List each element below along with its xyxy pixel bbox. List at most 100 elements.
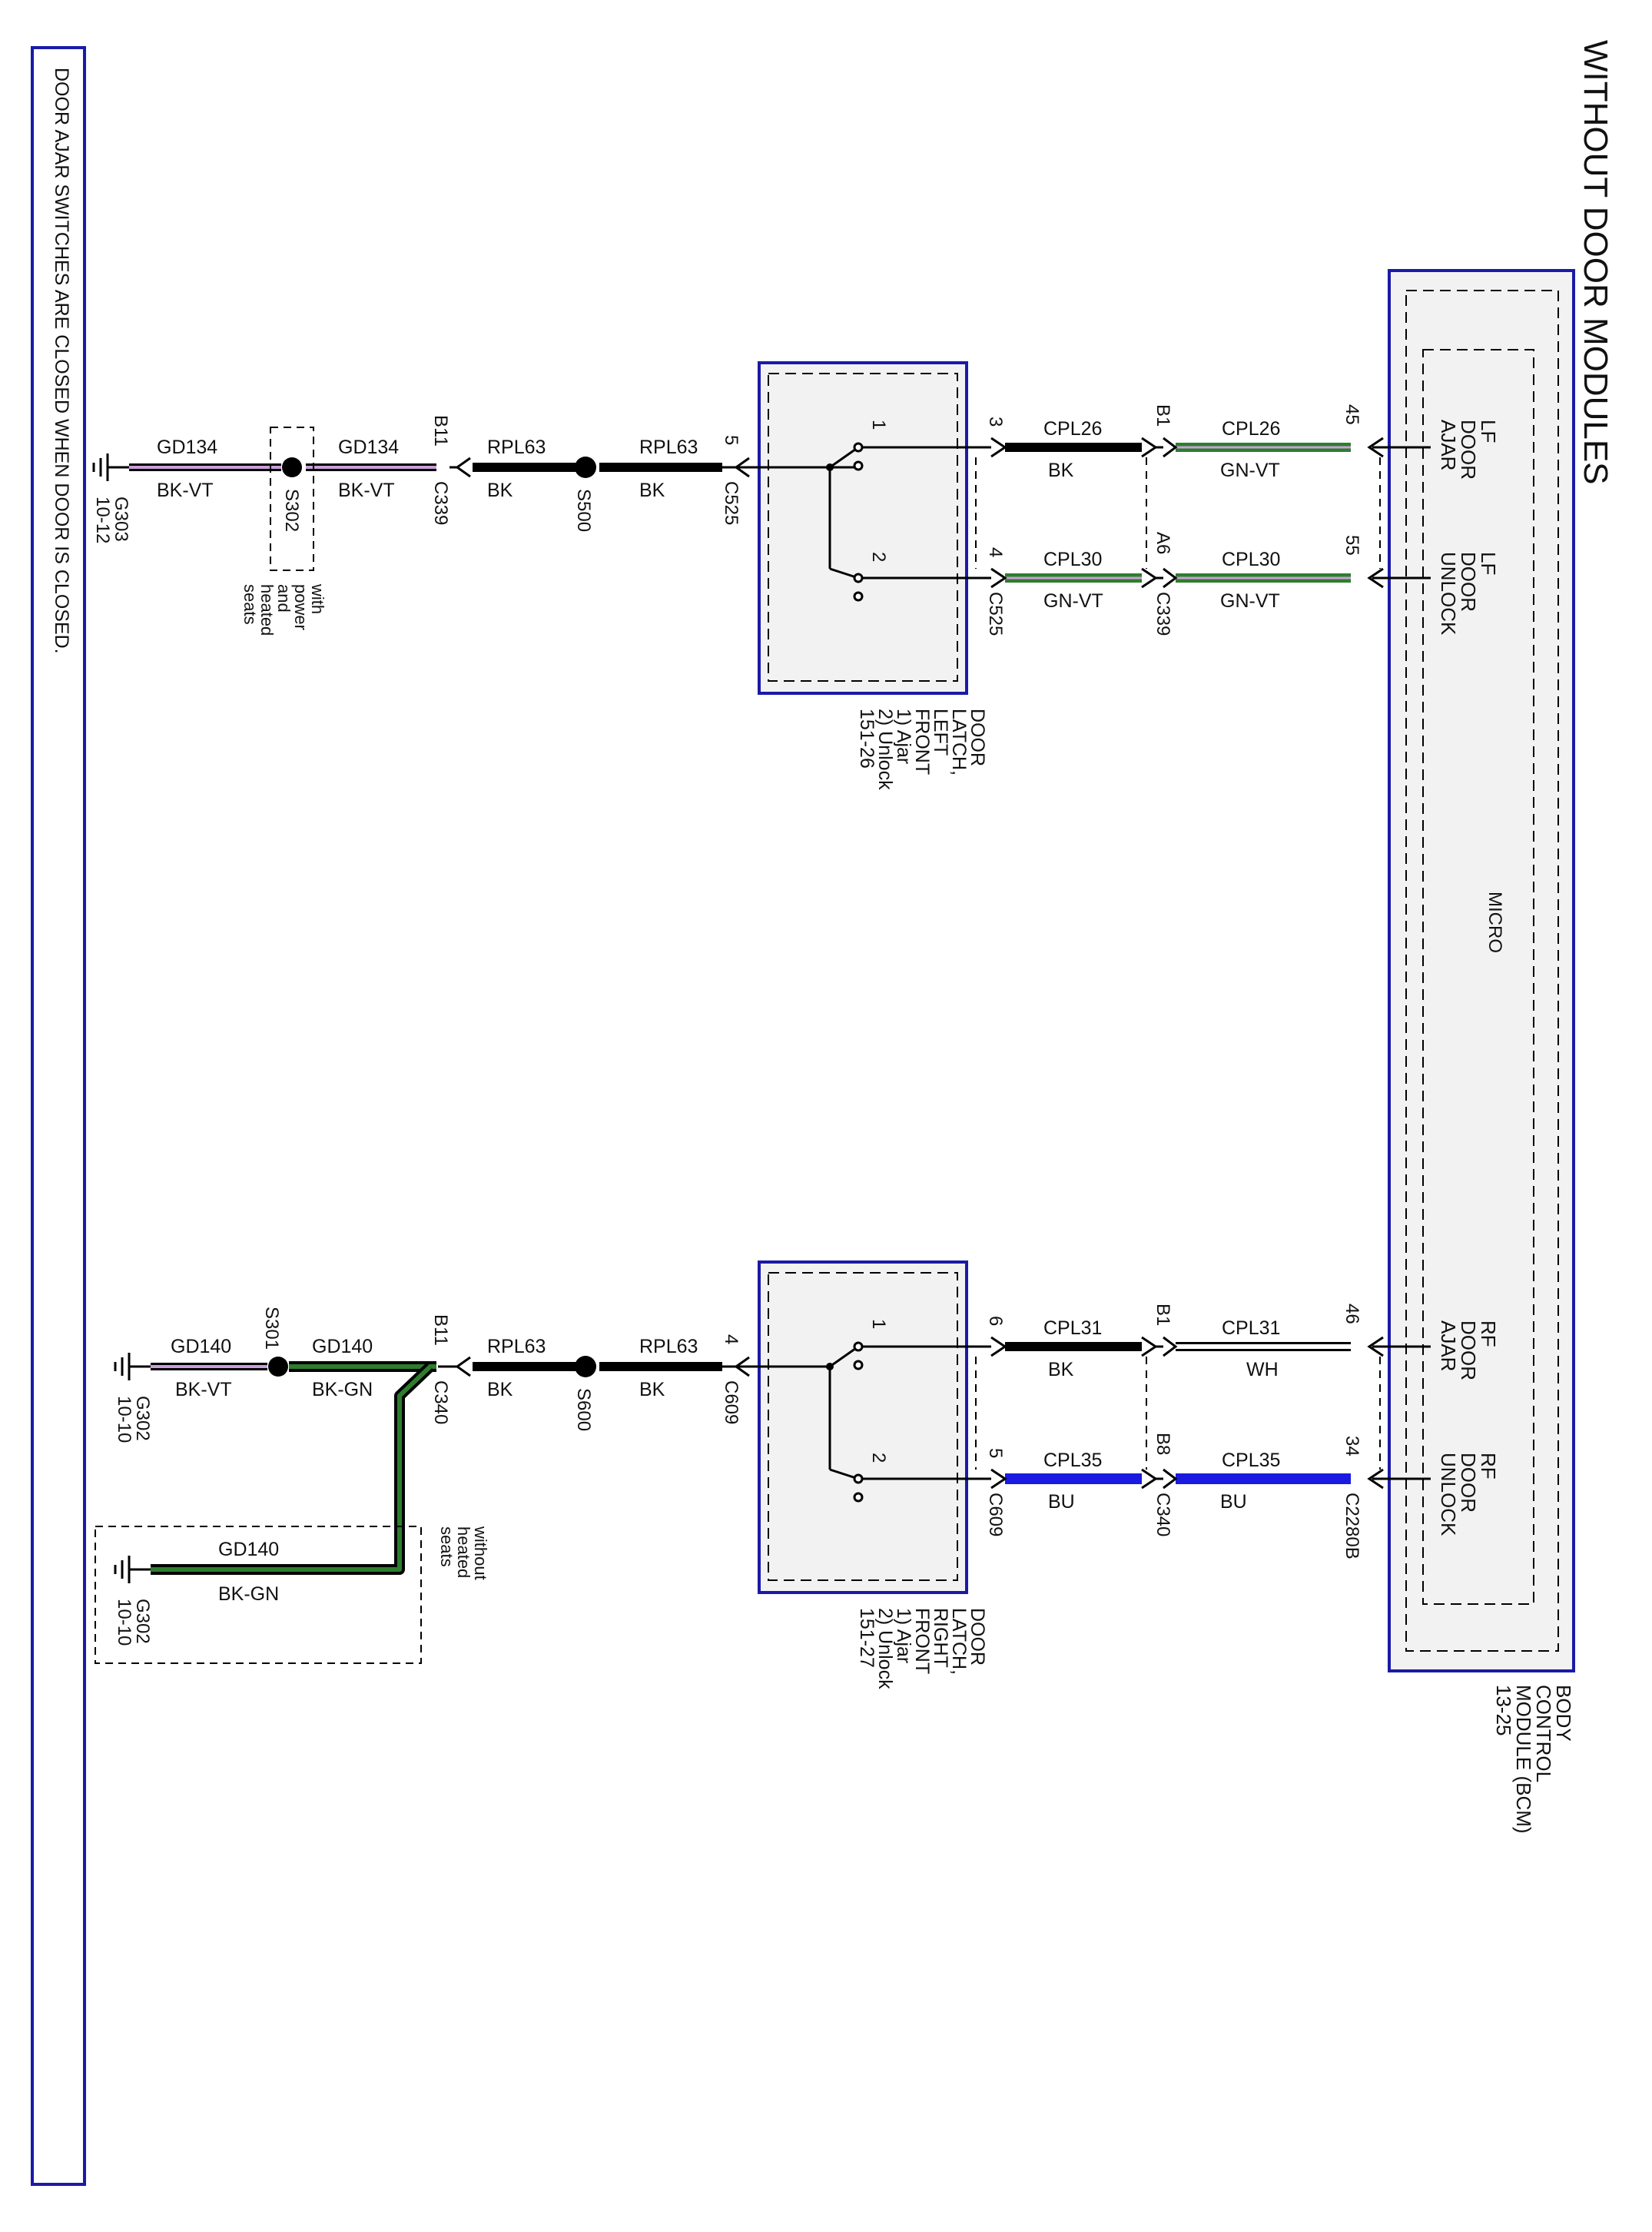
lf-ajar-circuit: 3 CPL26 BK B1 CPL26 GN-VT 45 [905, 404, 1431, 481]
rf-gnd-wire-e: GD140 [218, 1539, 279, 1560]
svg-text:LF: LF [1477, 420, 1500, 443]
splice-s500 [575, 457, 596, 478]
right-unlock-switch [829, 1468, 905, 1503]
lf-gnd-wire-c: GD134 [338, 437, 399, 458]
lf-unlock-inline-pin: A6 [1153, 532, 1173, 554]
lf-unlock-circuit: 4 C525 CPL30 GN-VT A6 C339 CPL30 GN-VT 5… [905, 532, 1431, 636]
svg-text:13-25: 13-25 [1492, 1685, 1515, 1736]
lf-ajar-inner-color: BK [1048, 460, 1074, 481]
rf-ajar-circuit: 6 CPL31 BK B1 CPL31 WH 46 [905, 1304, 1431, 1380]
footnote-text: DOOR AJAR SWITCHES ARE CLOSED WHEN DOOR … [51, 68, 72, 654]
rf-unlock-bcm-pin: 34 [1342, 1436, 1362, 1456]
rf-ajar-inner-wire: CPL31 [1043, 1317, 1102, 1339]
left-ajar-switch [829, 442, 905, 471]
svg-text:10-10: 10-10 [114, 1396, 134, 1443]
svg-text:AJAR: AJAR [1437, 1320, 1460, 1371]
svg-text:and: and [274, 584, 294, 613]
s302-option-note: with power and heated seats [241, 583, 327, 636]
svg-text:RF: RF [1477, 1320, 1500, 1347]
ground-g302b-symbol [114, 1556, 131, 1583]
rf-unlock-bcm-conn: C2280B [1342, 1493, 1362, 1559]
rf-ground-latch-pin: 4 [721, 1334, 741, 1344]
rf-gnd-color-c: BK-GN [312, 1379, 373, 1400]
left-switch1-number: 1 [868, 420, 889, 430]
svg-text:2) Unlock: 2) Unlock [874, 709, 896, 790]
right-switch2-number: 2 [868, 1453, 889, 1463]
rf-ajar-inline-pin: B1 [1153, 1304, 1173, 1326]
svg-text:DOOR: DOOR [1457, 1320, 1480, 1380]
svg-text:MODULE (BCM): MODULE (BCM) [1512, 1685, 1535, 1834]
rf-gnd-color-d: BK-VT [175, 1379, 232, 1400]
splice-s301-label: S301 [261, 1307, 282, 1350]
bcm-lf-ajar-label: LF DOOR AJAR [1437, 420, 1500, 480]
svg-text:BODY: BODY [1552, 1685, 1575, 1742]
svg-text:1) Ajar: 1) Ajar [893, 1608, 914, 1663]
lf-ajar-inline-pin: B1 [1153, 404, 1173, 427]
bcm-lf-unlock-label: LF DOOR UNLOCK [1437, 552, 1500, 636]
svg-text:RIGHT: RIGHT [930, 1608, 951, 1668]
ground-g303-label: G303 10-12 [92, 497, 131, 543]
rf-option-box [95, 1526, 422, 1664]
splice-s600-label: S600 [573, 1388, 594, 1431]
lf-gnd-conn: C339 [430, 481, 451, 525]
lf-unlock-bcm-pin: 55 [1342, 535, 1362, 556]
svg-text:CONTROL: CONTROL [1532, 1685, 1555, 1782]
svg-text:DOOR: DOOR [967, 709, 988, 766]
bcm-label: BODY CONTROL MODULE (BCM) 13-25 [1492, 1685, 1575, 1834]
micro-dashed-box [1422, 349, 1534, 1605]
rf-unlock-inner-wire: CPL35 [1043, 1450, 1102, 1471]
rf-ajar-outer-color: WH [1246, 1359, 1279, 1380]
svg-text:with: with [308, 583, 327, 614]
right-door-latch: DOOR LATCH, RIGHT FRONT 1) Ajar 2) Unloc… [749, 1260, 988, 1689]
svg-text:UNLOCK: UNLOCK [1437, 1453, 1460, 1536]
splice-s301 [268, 1357, 288, 1377]
lf-unlock-inner-color: GN-VT [1043, 590, 1103, 612]
svg-text:FRONT: FRONT [911, 1608, 933, 1674]
rf-option-note: without heated seats [437, 1526, 490, 1580]
splice-s500-label: S500 [573, 489, 594, 532]
svg-text:UNLOCK: UNLOCK [1437, 552, 1460, 636]
svg-text:G303: G303 [111, 497, 131, 542]
right-switch1-number: 1 [868, 1319, 889, 1329]
rf-gnd-wire-b: RPL63 [639, 1336, 698, 1357]
lf-unlock-latch-conn: C525 [985, 592, 1006, 636]
s302-option-box [270, 427, 314, 571]
left-latch-dashed [768, 373, 958, 682]
lf-gnd-color-a: BK [487, 480, 513, 501]
rf-ajar-latch-pin: 6 [985, 1316, 1006, 1326]
svg-text:without: without [471, 1526, 490, 1580]
svg-text:seats: seats [437, 1526, 456, 1567]
ground-g302a-symbol [114, 1353, 131, 1380]
left-unlock-switch [829, 567, 905, 602]
rf-unlock-circuit: 5 C609 CPL35 BU B8 C340 CPL35 BU 34 C228… [905, 1433, 1431, 1559]
svg-text:seats: seats [241, 584, 260, 625]
micro-label: MICRO [1484, 892, 1505, 953]
right-latch-label: DOOR LATCH, RIGHT FRONT 1) Ajar 2) Unloc… [856, 1608, 988, 1689]
svg-text:151-27: 151-27 [856, 1608, 877, 1668]
rf-gnd-pin: B11 [430, 1314, 451, 1346]
ground-g303-symbol [92, 453, 109, 481]
right-latch-outer [758, 1260, 968, 1594]
ground-g302a-label: G302 10-10 [114, 1396, 153, 1443]
svg-text:DOOR: DOOR [1457, 420, 1480, 480]
lf-ajar-bcm-pin: 45 [1342, 404, 1362, 425]
lf-gnd-color-b: BK [639, 480, 665, 501]
rf-ajar-bcm-pin: 46 [1342, 1304, 1362, 1324]
lf-gnd-pin: B11 [430, 415, 451, 447]
left-latch-label: DOOR LATCH, LEFT FRONT 1) Ajar 2) Unlock… [856, 709, 988, 790]
rf-gnd-color-a: BK [487, 1379, 513, 1400]
bcm-dashed-box [1405, 290, 1559, 1652]
lf-unlock-outer-wire: CPL30 [1222, 549, 1280, 570]
lf-ground-circuit: 5 C525 RPL63 BK S500 RPL63 BK B11 C339 G… [92, 415, 750, 636]
svg-text:LEFT: LEFT [930, 709, 951, 756]
svg-text:1) Ajar: 1) Ajar [893, 709, 914, 764]
bcm-rf-ajar-label: RF DOOR AJAR [1437, 1320, 1500, 1380]
lf-gnd-wire-a: RPL63 [487, 437, 546, 458]
bcm-module: MICRO BODY CONTROL MODULE (BCM) 13-25 LF… [1388, 269, 1575, 1834]
rf-unlock-inline-conn: C340 [1153, 1493, 1173, 1536]
lf-gnd-color-d: BK-VT [157, 480, 214, 501]
svg-text:LF: LF [1477, 552, 1500, 575]
svg-text:RF: RF [1477, 1453, 1500, 1480]
svg-text:LATCH,: LATCH, [948, 709, 970, 776]
